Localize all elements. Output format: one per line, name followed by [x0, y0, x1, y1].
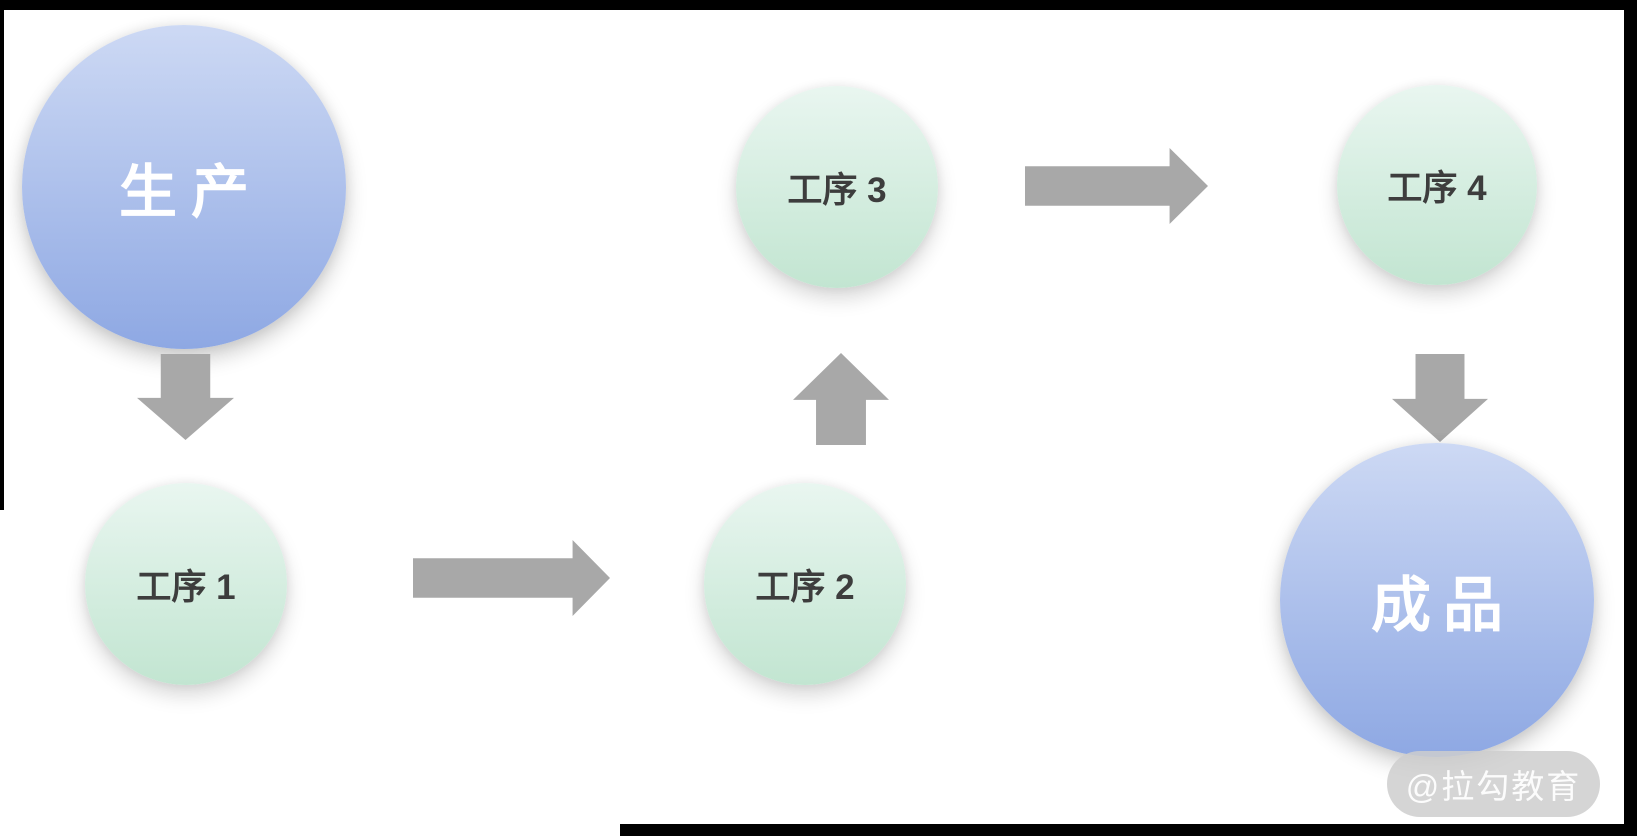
node-step2-label: 工序 2 [755, 567, 855, 607]
node-step4-label: 工序 4 [1387, 168, 1487, 208]
letterbox-left [0, 0, 4, 510]
arrow-production-to-step1 [137, 354, 234, 440]
node-step3-label: 工序 3 [787, 170, 887, 210]
watermark-text: @拉勾教育 [1405, 768, 1582, 805]
arrow-step4-to-finished [1392, 354, 1488, 442]
arrow-step1-to-step2 [413, 540, 610, 616]
letterbox-bottom [620, 824, 1637, 836]
letterbox-top [0, 0, 1637, 10]
node-step1: 工序 1 [85, 483, 287, 685]
letterbox-right [1624, 0, 1637, 836]
node-finished-label: 成品 [1371, 571, 1515, 639]
node-production: 生产 [22, 25, 346, 349]
node-step1-label: 工序 1 [136, 567, 236, 607]
arrow-step2-to-step3 [793, 353, 889, 445]
arrow-step3-to-step4 [1025, 148, 1208, 224]
node-production-label: 生产 [118, 160, 263, 225]
node-step4: 工序 4 [1337, 85, 1537, 285]
watermark-badge: @拉勾教育 [1387, 751, 1600, 817]
node-step3: 工序 3 [736, 86, 938, 288]
node-step2: 工序 2 [704, 483, 906, 685]
node-finished: 成品 [1280, 443, 1594, 757]
